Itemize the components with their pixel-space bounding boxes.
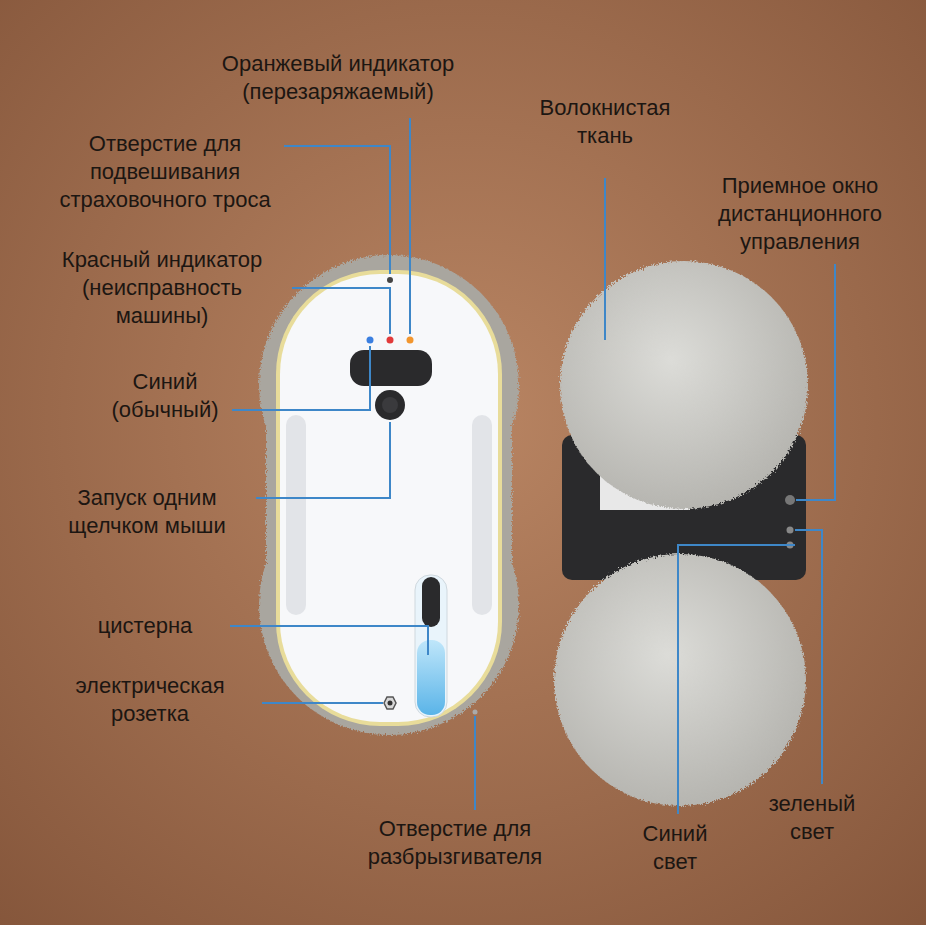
leader-line <box>256 422 390 498</box>
callout-label: Оранжевый индикатор (перезаряжаемый) <box>188 50 488 106</box>
callout-label: электрическая розетка <box>40 672 260 728</box>
side-groove <box>472 415 492 615</box>
remote-receiver <box>785 495 795 505</box>
socket-pin <box>388 701 393 706</box>
leader-line <box>796 264 835 500</box>
orange-led <box>407 337 414 344</box>
leader-line <box>262 702 383 704</box>
leader-line <box>474 716 476 810</box>
start-button-inner <box>382 397 398 413</box>
callout-label: Волокнистая ткань <box>520 94 690 150</box>
tank-cap <box>422 577 440 627</box>
back-pads <box>554 261 808 806</box>
callout-label: Приемное окно дистанционного управления <box>685 172 915 256</box>
side-groove <box>286 415 306 615</box>
leader-line <box>292 288 390 334</box>
callout-label: Запуск одним щелчком мыши <box>47 484 247 540</box>
leader-line <box>604 178 606 340</box>
spray-hole <box>473 710 478 715</box>
callout-label: Синий свет <box>630 820 720 876</box>
leader-line <box>230 626 428 655</box>
leader-line <box>284 146 390 274</box>
callout-label: зеленый свет <box>757 790 867 846</box>
fleece-disc <box>554 554 806 806</box>
callout-label: Отверстие для разбрызгивателя <box>325 815 585 871</box>
start-button <box>375 390 405 420</box>
callout-label: Отверстие для подвешивания страховочного… <box>35 130 295 214</box>
red-led <box>387 337 394 344</box>
callout-label: Синий (обычный) <box>90 368 240 424</box>
water-tank <box>415 575 447 717</box>
power-socket <box>384 697 396 709</box>
water <box>417 640 445 715</box>
leader-line <box>409 118 411 334</box>
green-light <box>787 527 794 534</box>
leader-line <box>795 530 822 784</box>
rope-hole <box>387 277 393 283</box>
leader-line <box>232 346 370 410</box>
sensor-window <box>350 350 432 386</box>
leader-line <box>678 545 795 814</box>
fleece-disc <box>560 261 808 509</box>
callout-label: Красный индикатор (неисправность машины) <box>47 246 277 330</box>
blue-led <box>367 337 374 344</box>
callout-label: цистерна <box>45 612 245 640</box>
